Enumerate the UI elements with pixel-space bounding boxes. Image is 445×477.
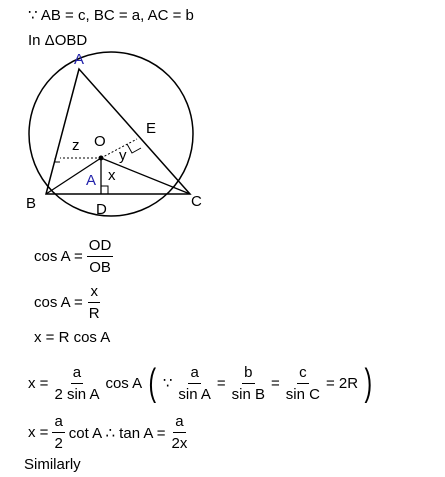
given-statement: ∵ AB = c, BC = a, AC = b: [28, 7, 194, 24]
label-x: x: [108, 167, 116, 184]
right-angle-marker-z: [54, 158, 60, 163]
right-angle-marker-d: [101, 185, 109, 194]
label-angle-a: A: [86, 172, 96, 189]
right-angle-marker-e: [126, 143, 142, 154]
perpendicular-y: [100, 138, 138, 159]
label-z: z: [72, 137, 80, 154]
circumcircle: [28, 51, 194, 217]
equation-cos-a-ratio: cos A = OD OB: [34, 237, 114, 276]
fraction-od-ob: OD OB: [86, 237, 114, 276]
equation-x-r-cos-a: x = R cos A: [34, 329, 111, 346]
label-e: E: [146, 120, 156, 137]
label-y: y: [119, 147, 127, 164]
similarly-text: Similarly: [24, 456, 81, 473]
open-paren: (: [148, 362, 157, 404]
triangle-label: In ΔOBD: [28, 32, 88, 49]
segment-oc: [100, 157, 191, 195]
close-paren: ): [364, 362, 373, 404]
fraction-x-r: x R: [88, 283, 100, 322]
equation-x-sine-rule: x = a 2 sin A cos A ( ∵ a sin A = b sin …: [28, 362, 373, 404]
center-point-o: [98, 155, 104, 161]
label-b: B: [26, 195, 36, 212]
label-c: C: [191, 193, 202, 210]
label-d: D: [96, 201, 107, 218]
label-vertex-a: A: [74, 51, 84, 68]
circumcircle-diagram: A O E z y A x B D C: [26, 51, 202, 218]
equation-x-cot-a: x = a 2 cot A ∴ tan A = a 2x: [28, 413, 188, 452]
equation-cos-a-x-r: cos A = x R: [34, 283, 100, 322]
label-o: O: [94, 133, 106, 150]
triangle-abc: [45, 67, 192, 195]
segment-ob: [45, 157, 102, 195]
